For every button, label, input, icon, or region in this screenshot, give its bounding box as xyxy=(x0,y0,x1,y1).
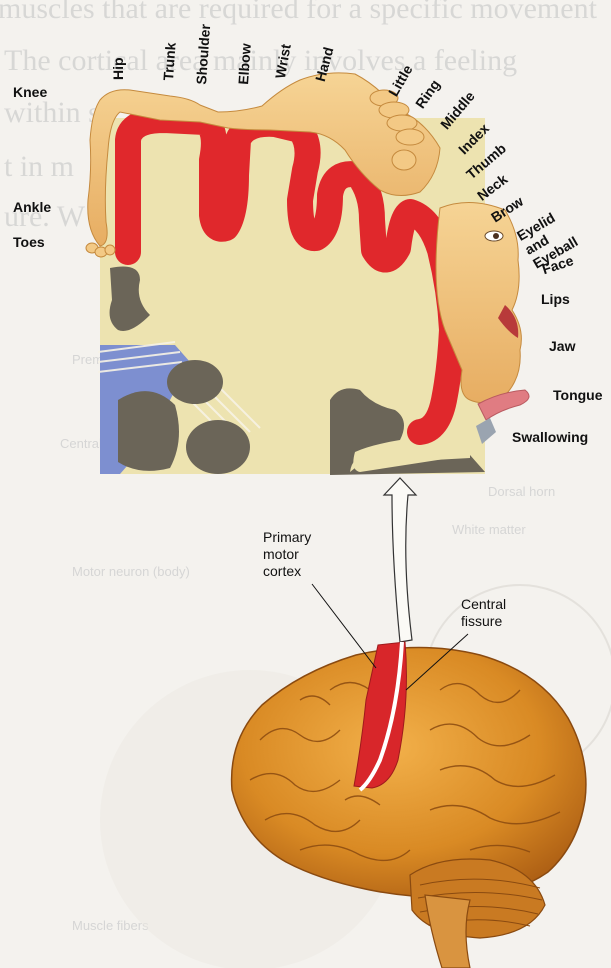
gray-matter-caudate xyxy=(167,360,223,404)
primary-motor-cortex-leader xyxy=(312,584,376,668)
homunculus-pupil xyxy=(493,233,499,239)
callout-primary-motor-cortex: Primary motor cortex xyxy=(263,529,333,580)
label-tongue: Tongue xyxy=(553,387,603,403)
callout-central-fissure: Central fissure xyxy=(461,596,531,630)
gray-matter-thalamus xyxy=(186,420,250,474)
brain-stem xyxy=(425,895,470,968)
label-knee: Knee xyxy=(13,84,47,100)
label-hip: Hip xyxy=(110,57,126,80)
label-elbow: Elbow xyxy=(235,43,254,85)
label-swallowing: Swallowing xyxy=(512,429,588,445)
label-toes: Toes xyxy=(13,234,45,250)
label-ankle: Ankle xyxy=(13,199,51,215)
gray-matter-putamen xyxy=(118,391,179,471)
label-trunk: Trunk xyxy=(160,42,179,81)
label-lips: Lips xyxy=(541,291,570,307)
up-arrow xyxy=(384,478,416,642)
label-jaw: Jaw xyxy=(549,338,575,354)
